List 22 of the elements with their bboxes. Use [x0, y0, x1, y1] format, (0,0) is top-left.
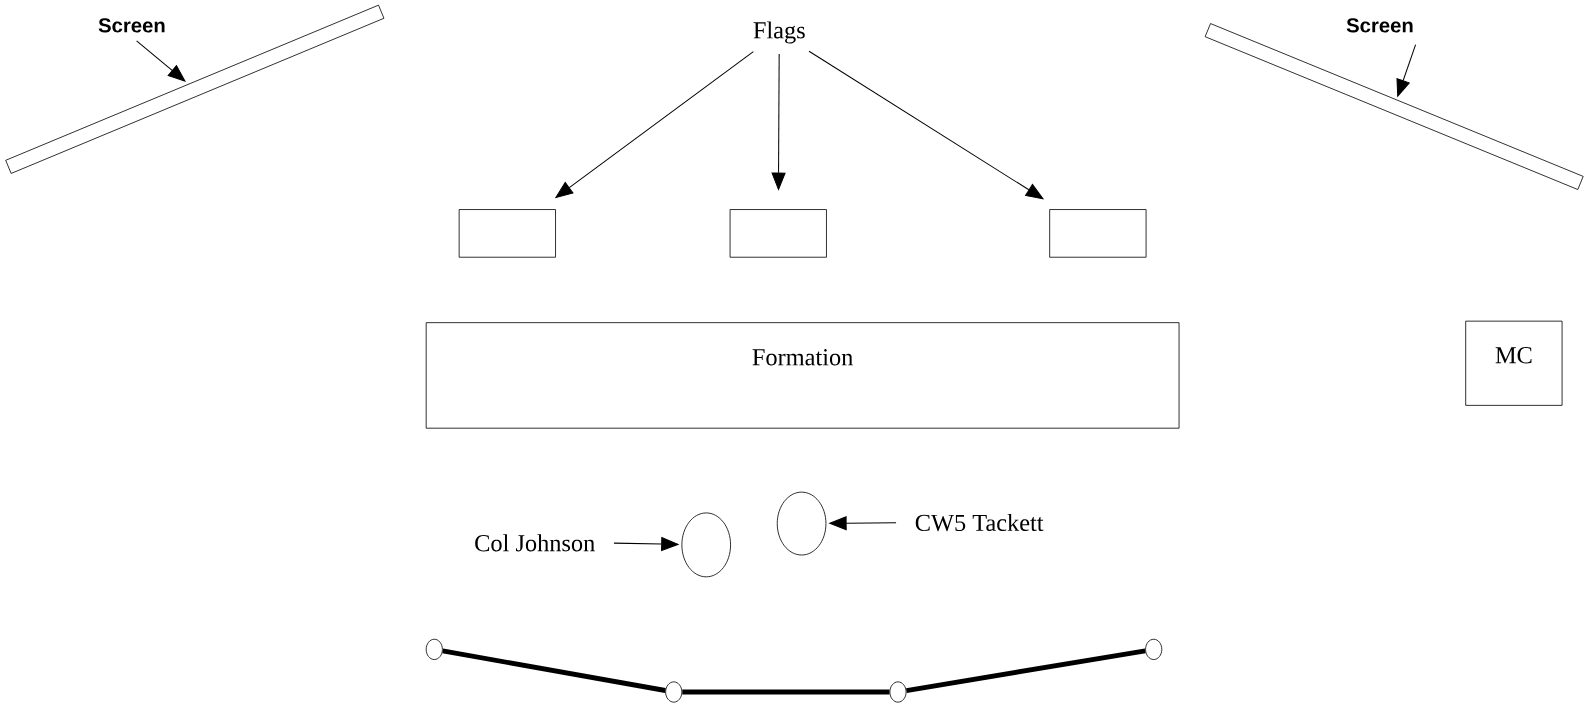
line — [906, 648, 1146, 693]
flag-box — [729, 209, 827, 258]
post-circle — [425, 638, 443, 660]
mc-box: MC — [1465, 320, 1563, 406]
flag-box — [1049, 209, 1147, 258]
flags-label: Flags — [753, 21, 805, 44]
post-circle — [1145, 638, 1163, 660]
post-circle — [889, 681, 907, 703]
line — [442, 648, 666, 693]
screen-label: Screen — [98, 18, 165, 33]
formation-box: Formation — [425, 322, 1180, 429]
screen-label: Screen — [1346, 18, 1413, 33]
name-label: Col Johnson — [475, 534, 595, 552]
flag-box — [458, 209, 556, 258]
post-circle — [665, 681, 683, 703]
screen-bar — [5, 4, 385, 174]
name-label: CW5 Tackett — [915, 513, 1044, 532]
arrow — [808, 50, 1044, 200]
line — [682, 689, 890, 695]
arrow — [136, 40, 186, 82]
position-circle — [776, 491, 827, 556]
position-circle — [681, 512, 731, 578]
